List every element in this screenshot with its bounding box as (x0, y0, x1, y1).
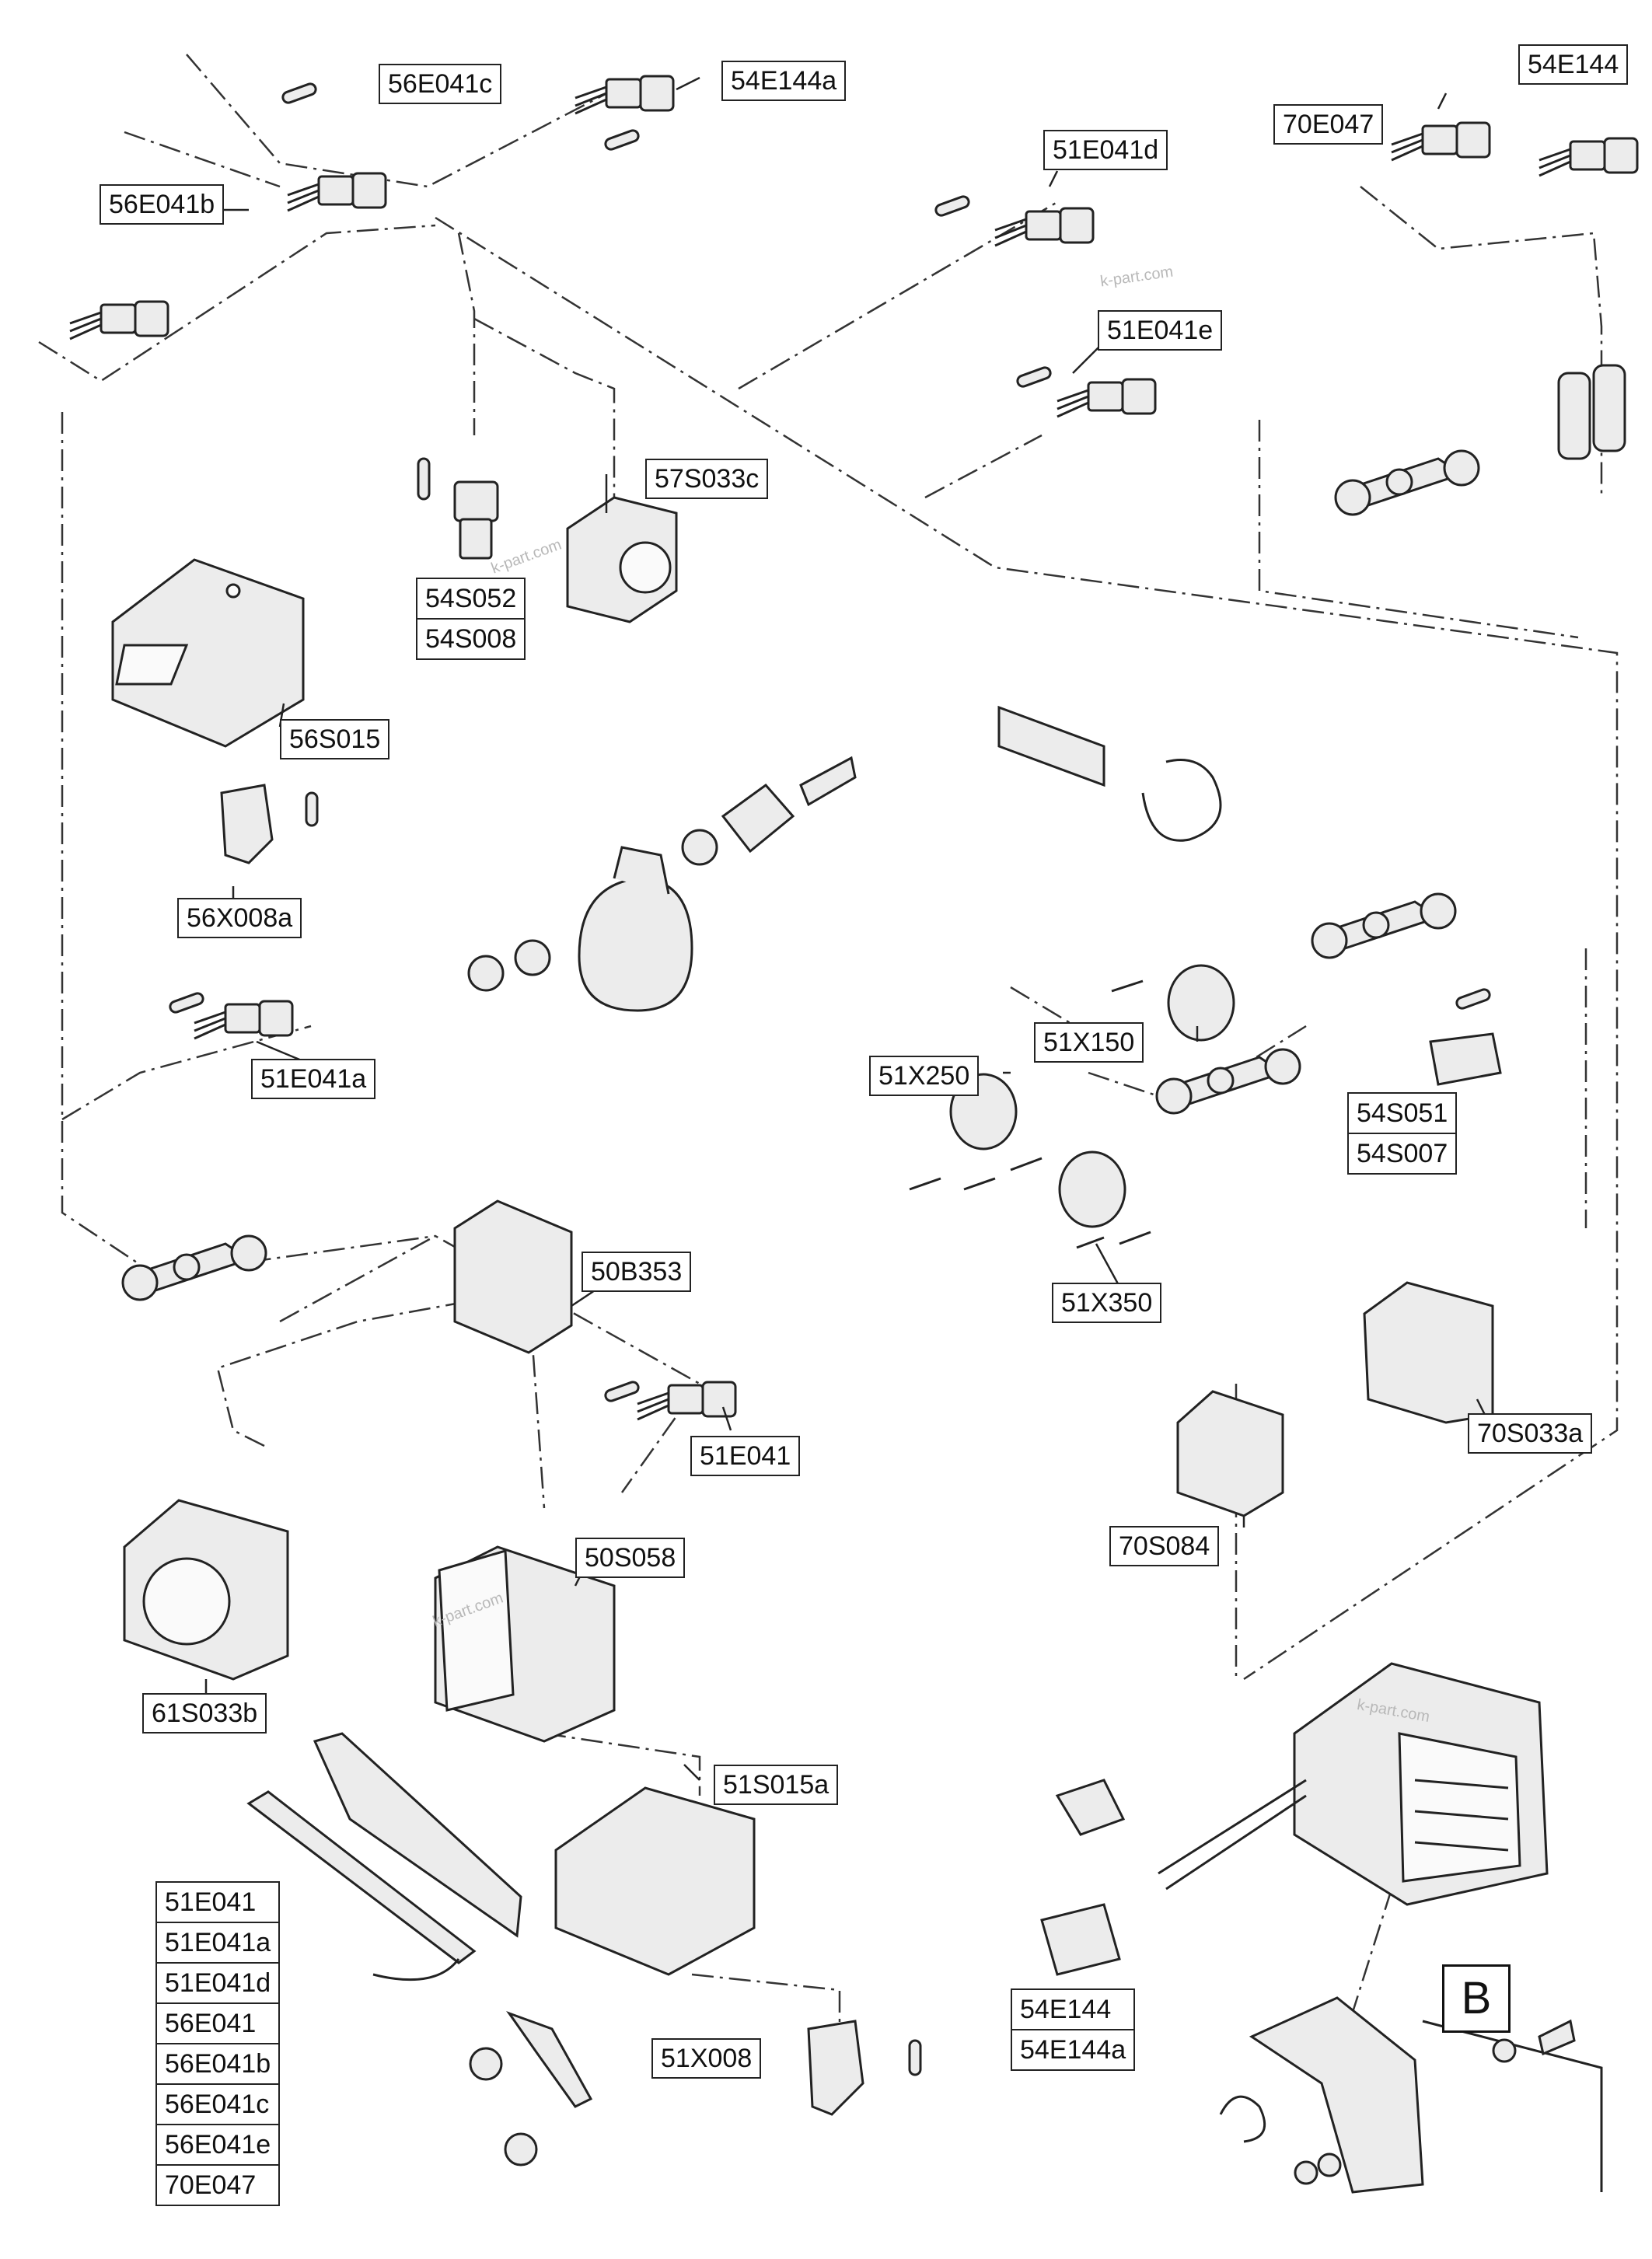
pin-icon (280, 81, 319, 106)
splitter-icon (1334, 449, 1480, 516)
beacon-lamp-icon (1040, 1662, 1549, 1976)
part-label-54S008: 54S008 (416, 618, 526, 660)
grommet-icon (1167, 964, 1235, 1042)
connector-icon (68, 300, 169, 340)
part-label-54E144: 54E144 (1011, 1988, 1136, 2030)
connector-icon (1390, 121, 1491, 162)
pin-icon (1454, 986, 1493, 1011)
pin-icon (167, 990, 206, 1015)
part-label-51E041e: 51E041e (1098, 310, 1223, 351)
part-label-56E041b: 56E041b (100, 184, 225, 225)
connector-icon (286, 172, 387, 212)
light-bar-icon (246, 1790, 477, 1981)
connector-icon (1538, 137, 1639, 177)
part-label-57S033c: 57S033c (645, 459, 769, 499)
part-label-56E041e: 56E041e (155, 2124, 281, 2166)
pin-icon (908, 2039, 922, 2076)
grommet-icon (1058, 1150, 1126, 1228)
part-label-stack-54S052: 54S052 54S008 (416, 578, 526, 660)
part-label-56E041: 56E041 (155, 2002, 281, 2044)
clamp-icon (467, 756, 857, 1012)
switch-housing-icon (123, 1499, 289, 1681)
connector-icon (1056, 378, 1157, 418)
part-label-54E144: 54E144 (1518, 44, 1629, 85)
connector-icon (636, 1381, 737, 1421)
part-label-61S033b: 61S033b (142, 1693, 267, 1734)
plug-icon (807, 2020, 864, 2116)
pin-icon (602, 127, 641, 152)
part-label-51X250: 51X250 (869, 1056, 980, 1096)
connector-icon (994, 207, 1095, 247)
switch-housing-icon (566, 496, 678, 623)
pin-icon (933, 194, 972, 218)
switch-housing-icon (434, 1545, 616, 1743)
plate-icon (997, 705, 1105, 787)
part-label-51E041a: 51E041a (155, 1922, 281, 1964)
pin-icon (305, 791, 319, 827)
connector-icon (574, 75, 675, 115)
part-label-70E047: 70E047 (1273, 104, 1384, 145)
part-label-56S015: 56S015 (280, 719, 390, 759)
view-b-marker: B (1442, 1964, 1511, 2033)
part-label-54S051: 54S051 (1347, 1092, 1458, 1134)
connector-icon (193, 1000, 294, 1040)
part-label-51X350: 51X350 (1052, 1283, 1162, 1323)
part-label-54S052: 54S052 (416, 578, 526, 620)
mini-switch-icon (1429, 1032, 1502, 1086)
terminal-icon (909, 979, 1151, 1249)
plug-icon (220, 784, 274, 864)
splitter-icon (121, 1234, 267, 1301)
part-label-51E041a: 51E041a (251, 1059, 376, 1099)
part-label-51E041: 51E041 (690, 1436, 801, 1476)
part-label-51S015a: 51S015a (714, 1765, 839, 1805)
part-label-stack-lamps: 51E041 51E041a 51E041d 56E041 56E041b 56… (155, 1881, 281, 2206)
part-label-56E041b: 56E041b (155, 2043, 281, 2085)
switch-housing-icon (111, 558, 305, 748)
pin-icon (1015, 365, 1053, 389)
part-label-stack-54S051: 54S051 54S007 (1347, 1092, 1458, 1175)
pin-icon (417, 457, 431, 501)
part-label-56X008a: 56X008a (177, 898, 302, 938)
mount-bracket-icon (1219, 1996, 1603, 2194)
part-label-51X150: 51X150 (1034, 1022, 1144, 1063)
part-label-56E041c: 56E041c (155, 2083, 281, 2125)
splitter-icon (1557, 364, 1626, 460)
bracket-icon (313, 1732, 522, 1938)
mini-switch-icon (453, 480, 499, 560)
part-label-51E041d: 51E041d (155, 1962, 281, 2004)
cable-tie-icon (1141, 759, 1222, 842)
splitter-icon (1311, 892, 1457, 959)
switch-housing-icon (554, 1786, 756, 1976)
part-label-51E041d: 51E041d (1043, 130, 1168, 170)
pin-icon (602, 1379, 641, 1404)
switch-housing-icon (1176, 1390, 1284, 1517)
part-label-54E144a: 54E144a (1011, 2029, 1136, 2071)
washer-icon (469, 2010, 593, 2166)
junction-box-icon (453, 1199, 573, 1354)
switch-housing-icon (1363, 1281, 1494, 1424)
bulb-icon (1055, 1779, 1126, 1836)
part-label-54S007: 54S007 (1347, 1133, 1458, 1175)
part-label-50B353: 50B353 (582, 1252, 692, 1292)
part-label-51E041: 51E041 (155, 1881, 281, 1923)
part-label-54E144a: 54E144a (721, 61, 847, 101)
part-label-70S033a: 70S033a (1468, 1413, 1593, 1454)
splitter-icon (1155, 1048, 1301, 1115)
part-label-stack-54E144: 54E144 54E144a (1011, 1988, 1136, 2071)
part-label-70E047: 70E047 (155, 2164, 281, 2206)
part-label-70S084: 70S084 (1109, 1526, 1220, 1566)
part-label-51X008: 51X008 (651, 2038, 762, 2079)
part-label-50S058: 50S058 (575, 1538, 686, 1578)
part-label-56E041c: 56E041c (379, 64, 502, 104)
